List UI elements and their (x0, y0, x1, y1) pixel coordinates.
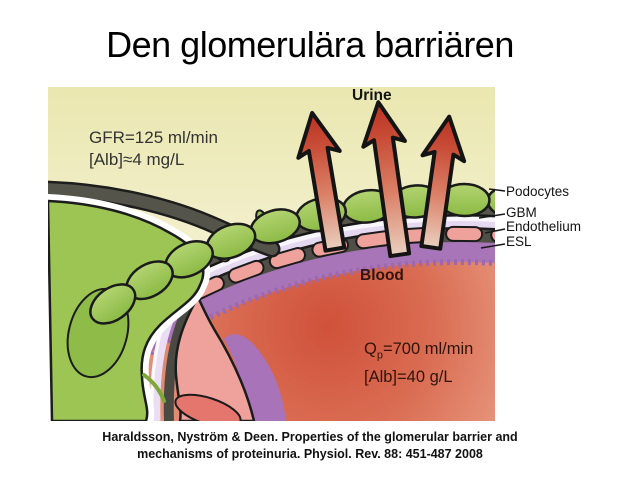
esl-lower-blob (224, 334, 286, 421)
figure-illustration: Urine GFR=125 ml/min [Alb]≈4 mg/L Blood … (48, 87, 593, 421)
layer-label-esl: ESL (506, 234, 532, 249)
urine-label: Urine (352, 87, 392, 104)
urine-albumin-value: [Alb]≈4 mg/L (89, 150, 185, 169)
filtration-arrow-left (296, 110, 347, 253)
blood-label: Blood (360, 267, 404, 284)
endothelial-cell-body (174, 294, 256, 421)
filtration-arrows (296, 100, 467, 259)
endothelial-nucleus (174, 393, 242, 421)
filtration-arrow-right (419, 114, 467, 251)
layer-label-podocytes: Podocytes (506, 184, 570, 199)
gfr-value: GFR=125 ml/min (89, 128, 218, 147)
label-leader-lines (478, 188, 506, 249)
citation: Haraldsson, Nyström & Deen. Properties o… (0, 429, 620, 463)
layer-label-endothelium: Endothelium (506, 219, 582, 234)
glomerular-barrier-diagram (48, 87, 506, 421)
citation-line-2: mechanisms of proteinuria. Physiol. Rev.… (137, 447, 483, 461)
filtration-arrow-middle (361, 100, 412, 259)
urine-stats: GFR=125 ml/min [Alb]≈4 mg/L (89, 127, 218, 171)
citation-line-1: Haraldsson, Nyström & Deen. Properties o… (102, 430, 518, 444)
blood-albumin-value: [Alb]=40 g/L (364, 368, 453, 387)
plasma-flow-value: Qp=700 ml/min (364, 340, 474, 362)
blood-stats: Qp=700 ml/min [Alb]=40 g/L (364, 338, 473, 388)
layer-label-gbm: GBM (506, 205, 537, 220)
page-title: Den glomerulära barriären (106, 24, 514, 65)
